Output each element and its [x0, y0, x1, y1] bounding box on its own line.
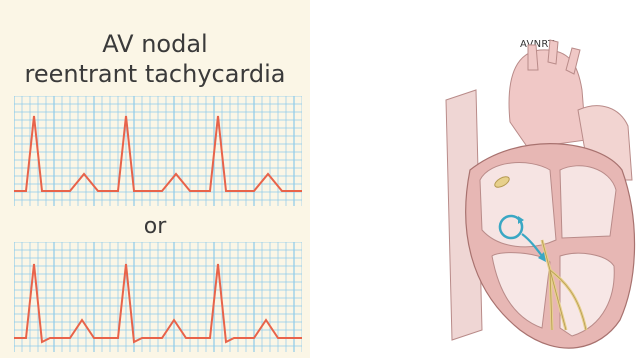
ecg-grid-bottom [14, 242, 302, 352]
ecg-grid-top [14, 96, 302, 206]
panel-title-line2: reentrant tachycardia [0, 60, 310, 88]
panel-title-line1: AV nodal [0, 30, 310, 58]
ecg-panel: AV nodal reentrant tachycardia or [0, 0, 310, 358]
or-separator: or [0, 214, 310, 240]
left-atrium [560, 166, 616, 238]
ecg-strip-top [14, 96, 302, 206]
ecg-strip-bottom [14, 242, 302, 352]
heart-illustration [410, 30, 642, 358]
